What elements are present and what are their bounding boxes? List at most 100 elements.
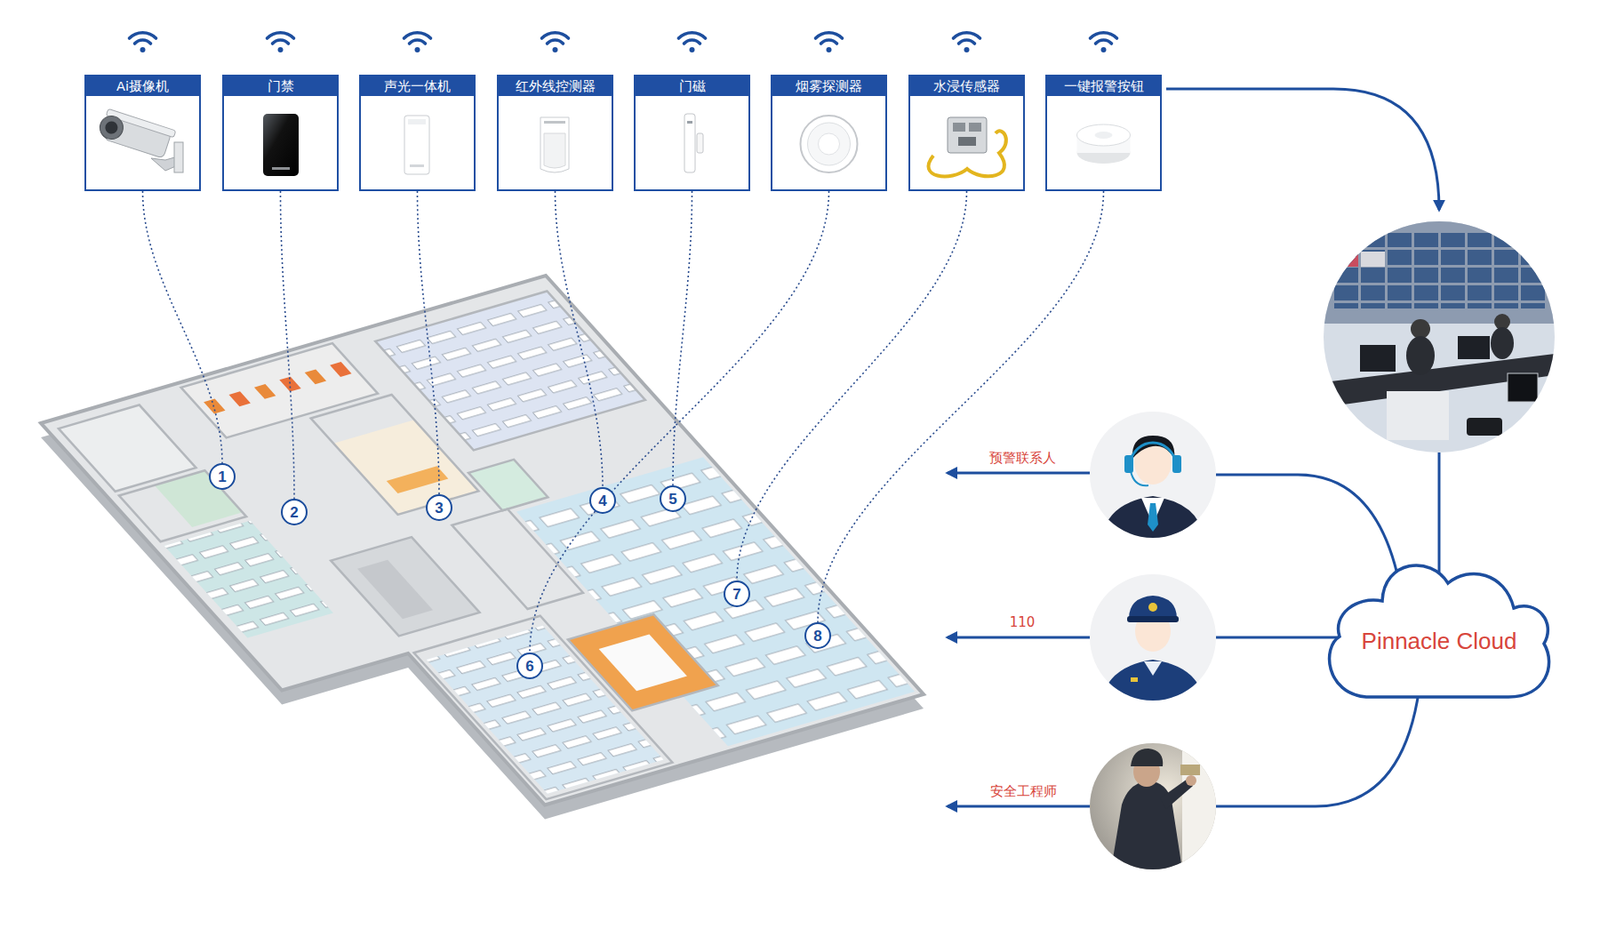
leader-dotted-line	[280, 191, 296, 499]
floor-plan	[254, 384, 276, 400]
siren-icon	[404, 115, 430, 175]
police-icon	[1130, 677, 1138, 682]
leader-dotted-line	[529, 191, 830, 653]
access-control-icon	[272, 167, 290, 170]
leader-dotted-line	[143, 191, 224, 464]
leader-dotted-line	[555, 191, 604, 488]
police-icon	[1102, 659, 1204, 703]
device-background	[1045, 74, 1162, 192]
police-icon	[1127, 616, 1179, 623]
callout-number: 6	[525, 658, 534, 674]
infrared-sensor-icon	[544, 133, 566, 168]
floor-plan	[164, 520, 334, 639]
floor-plan	[568, 614, 719, 711]
leader-dotted-line	[817, 191, 1104, 623]
device-box: 声光一体机	[359, 74, 476, 192]
callout-circle: 8	[804, 622, 832, 649]
floor-plan	[164, 520, 334, 639]
device-box: 一键报警按钮	[1045, 74, 1162, 192]
siren-icon	[404, 115, 430, 175]
contact-person-icon	[1147, 503, 1159, 532]
callout-number: 8	[813, 628, 822, 644]
floor-plan	[599, 633, 688, 691]
police-icon	[1148, 602, 1158, 612]
alarm-button-icon	[1095, 131, 1113, 139]
smoke-detector-icon	[800, 115, 858, 173]
callout-number: 7	[732, 586, 741, 602]
floor-plan	[330, 536, 480, 636]
floor-plan	[40, 275, 924, 842]
callout-circle: 6	[516, 652, 544, 680]
control-room-photo	[1386, 391, 1449, 440]
floor-plan	[229, 391, 251, 407]
door-sensor-icon	[684, 113, 704, 173]
control-room-photo	[1323, 221, 1555, 324]
water-sensor-icon	[928, 117, 1007, 176]
engineer-photo	[1182, 743, 1218, 870]
wifi-icon	[129, 32, 157, 53]
callout-circle: 1	[208, 463, 236, 490]
police-icon	[1089, 574, 1216, 703]
control-room-photo	[1323, 221, 1555, 453]
floor-plan	[40, 275, 924, 842]
contact-person-icon	[1102, 496, 1204, 539]
wifi-icon	[816, 32, 843, 53]
camera-icon	[96, 112, 127, 143]
device-box: 水浸传感器	[908, 74, 1025, 192]
device-name: 一键报警按钮	[1047, 76, 1160, 96]
engineer-photo	[1111, 743, 1218, 870]
flow-line	[947, 636, 1090, 640]
engineer-photo	[1185, 775, 1197, 786]
device-background	[359, 74, 476, 192]
wifi-icon	[267, 32, 295, 53]
leader-dotted-line	[672, 191, 693, 486]
cloud-shape: Pinnacle Cloud	[1321, 540, 1557, 704]
floor-plan	[330, 536, 480, 636]
infrared-sensor-icon	[544, 120, 566, 124]
cloud-name: Pinnacle Cloud	[1321, 627, 1557, 655]
floor-plan	[55, 282, 911, 835]
alarm-button-icon	[1077, 124, 1131, 164]
police-icon	[1128, 595, 1177, 619]
flow-line	[1216, 474, 1405, 614]
control-room-photo	[1410, 319, 1431, 339]
callout-circle: 3	[425, 494, 453, 521]
water-sensor-icon	[928, 130, 1007, 176]
control-room-photo	[1333, 232, 1547, 309]
siren-icon	[409, 164, 424, 168]
floor-plan	[181, 343, 378, 438]
floor-plan	[329, 361, 352, 377]
door-sensor-icon	[687, 120, 693, 124]
flow-line	[947, 472, 1090, 475]
wifi-icon	[404, 32, 432, 53]
floor-plan	[181, 343, 378, 438]
floor-plan	[203, 399, 225, 415]
device-box: 红外线控测器	[496, 74, 614, 192]
device-background	[496, 74, 614, 192]
device-name: Ai摄像机	[86, 76, 200, 96]
callout-number: 3	[434, 500, 443, 516]
device-background	[84, 74, 201, 192]
control-room-photo	[1323, 221, 1555, 453]
access-control-icon	[263, 113, 299, 176]
flow-line	[1166, 88, 1440, 210]
callout-number: 4	[598, 493, 607, 509]
contact-person-icon	[1089, 411, 1216, 539]
police-icon	[1102, 659, 1204, 703]
device-background	[770, 74, 888, 192]
leader-dotted-line	[736, 191, 968, 581]
flow-line	[947, 88, 1440, 807]
floor-plan	[375, 290, 646, 450]
smoke-detector-icon	[800, 115, 858, 173]
contact-person-icon	[1089, 411, 1216, 538]
wifi-icon	[542, 32, 569, 53]
door-sensor-icon	[684, 113, 696, 173]
water-sensor-icon	[947, 117, 987, 153]
floor-plan	[40, 275, 924, 856]
wifi-icon	[953, 32, 981, 53]
control-room-photo	[1360, 251, 1385, 267]
floor-plan	[452, 509, 584, 609]
